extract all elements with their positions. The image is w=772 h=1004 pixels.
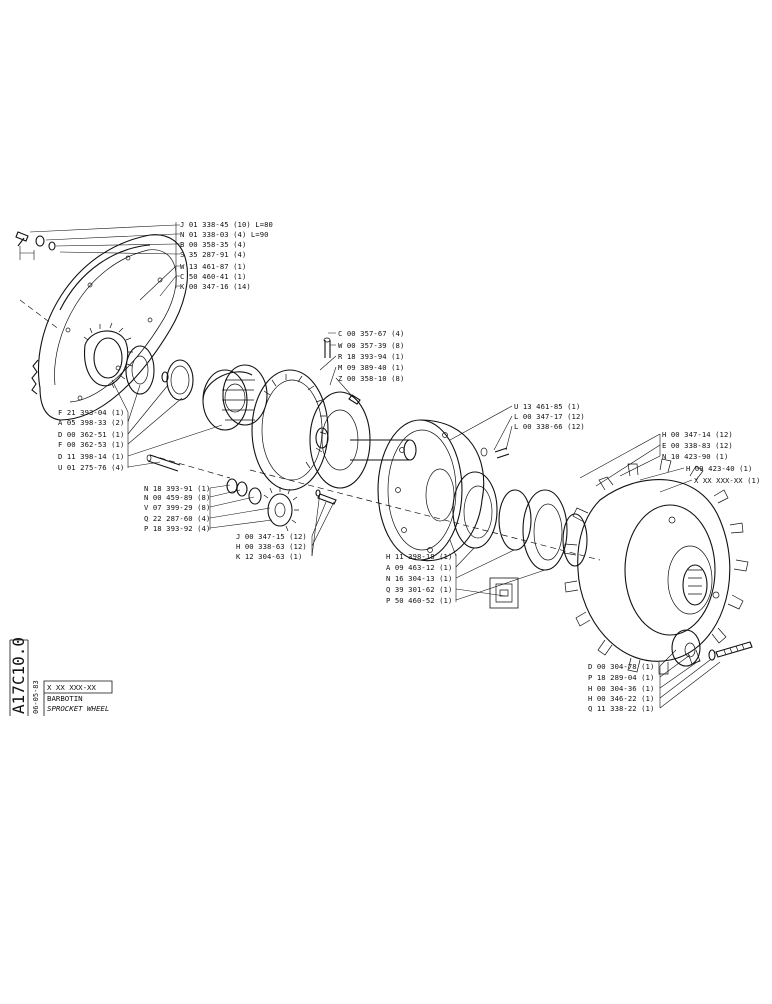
callout-label: N 18 393-91 (1) (144, 484, 210, 493)
callout-group-left: F 21 393-04 (1) A 05 398-33 (2) D 00 362… (58, 408, 124, 472)
callout-label: H 00 304-36 (1) (588, 684, 654, 693)
callout-label: W 00 357-39 (8) (338, 341, 404, 350)
callout-label: F 00 362-53 (1) (58, 440, 124, 449)
callout-label: N 01 338-03 (4) L=90 (180, 230, 269, 239)
drawing-date: 06-05-83 (32, 680, 40, 714)
callout-label: N 10 423-90 (1) (662, 452, 728, 461)
title-block: A17C10.0 06-05-83 X XX XXX-XX BARBOTIN S… (9, 637, 113, 716)
callout-label: L 00 338-66 (12) (514, 422, 585, 431)
callout-label: Z 00 358-10 (8) (338, 374, 404, 383)
callout-label: P 50 460-52 (1) (386, 596, 452, 605)
callout-label: Q 22 287-60 (4) (144, 514, 210, 523)
callout-group-mid-top: C 00 357-67 (4) W 00 357-39 (8) R 18 393… (338, 329, 404, 383)
callout-label: Q 11 338-22 (1) (588, 704, 654, 713)
planet-gears (226, 478, 337, 532)
callout-label: J 00 347-15 (12) (236, 532, 307, 541)
callout-label: N 16 304-13 (1) (386, 574, 452, 583)
hub-bearing-seals (452, 471, 588, 609)
end-cap-bolt (671, 629, 753, 667)
callout-label: R 18 393-94 (1) (338, 352, 404, 361)
callout-group-hub-bottom: H 11 398-18 (1) A 09 463-12 (1) N 16 304… (386, 552, 452, 605)
callout-label: V 07 399-29 (8) (144, 503, 210, 512)
callout-label: F 21 393-04 (1) (58, 408, 124, 417)
input-gear (83, 322, 194, 401)
callout-label: W 13 461-87 (1) (180, 262, 246, 271)
callout-label: N 00 459-89 (8) (144, 493, 210, 502)
callout-group-mid-bottom: J 00 347-15 (12) H 00 338-63 (12) K 12 3… (236, 532, 307, 561)
callout-label: A 05 398-33 (2) (58, 418, 124, 427)
parts-illustration (15, 231, 753, 675)
callout-label: D 00 362-51 (1) (58, 430, 124, 439)
cover-housing (31, 234, 188, 421)
assembly-axis (19, 299, 601, 561)
drawing-reference: X XX XXX-XX (47, 683, 96, 692)
callout-label: J 01 338-45 (10) L=80 (180, 220, 273, 229)
callout-label: B 00 358-35 (4) (180, 240, 246, 249)
callout-label: K 00 347-16 (14) (180, 282, 251, 291)
callout-label: A 09 463-12 (1) (386, 563, 452, 572)
callout-label: H 11 398-18 (1) (386, 552, 452, 561)
callout-label: P 18 289-04 (1) (588, 673, 654, 682)
roller-bearing (202, 364, 268, 431)
callout-label: C 00 357-67 (4) (338, 329, 404, 338)
callout-label: M 09 389-40 (1) (338, 363, 404, 372)
callout-label: U 13 461-85 (1) (514, 402, 580, 411)
callout-label: X XX XXX-XX (1) (694, 476, 760, 485)
callout-label: H 00 346-22 (1) (588, 694, 654, 703)
callout-label: K 12 304-63 (1) (236, 552, 302, 561)
hub-housing (377, 419, 510, 562)
callout-group-mid-left: N 18 393-91 (1) N 00 459-89 (8) V 07 399… (144, 484, 210, 533)
callout-label: Q 39 301-62 (1) (386, 585, 452, 594)
callout-label: S 35 287-91 (4) (180, 250, 246, 259)
planet-carrier (251, 337, 417, 491)
leader-lines (29, 222, 721, 709)
cover-bolts (15, 231, 56, 260)
callout-group-hub-top: U 13 461-85 (1) L 00 347-17 (12) L 00 33… (514, 402, 585, 431)
callout-label: H 00 338-63 (12) (236, 542, 307, 551)
callout-label: L 00 347-17 (12) (514, 412, 585, 421)
callout-label: H 00 347-14 (12) (662, 430, 733, 439)
callout-label: E 00 338-83 (12) (662, 441, 733, 450)
callout-label: U 01 275-76 (4) (58, 463, 124, 472)
drawing-code: A17C10.0 (9, 637, 28, 714)
title-french: BARBOTIN (47, 694, 83, 703)
callout-group-right-bottom: D 00 304-78 (1) P 18 289-04 (1) H 00 304… (588, 662, 654, 713)
sprocket-wheel (563, 458, 749, 675)
callout-group-top: J 01 338-45 (10) L=80 N 01 338-03 (4) L=… (180, 220, 273, 291)
callout-label: D 11 398-14 (1) (58, 452, 124, 461)
callout-label: P 18 393-92 (4) (144, 524, 210, 533)
callout-label: H 09 423-40 (1) (686, 464, 752, 473)
callout-group-right-top: H 00 347-14 (12) E 00 338-83 (12) N 10 4… (662, 430, 760, 485)
callout-label: C 50 460-41 (1) (180, 272, 246, 281)
callout-label: D 00 304-78 (1) (588, 662, 654, 671)
title-english: SPROCKET WHEEL (47, 704, 109, 713)
